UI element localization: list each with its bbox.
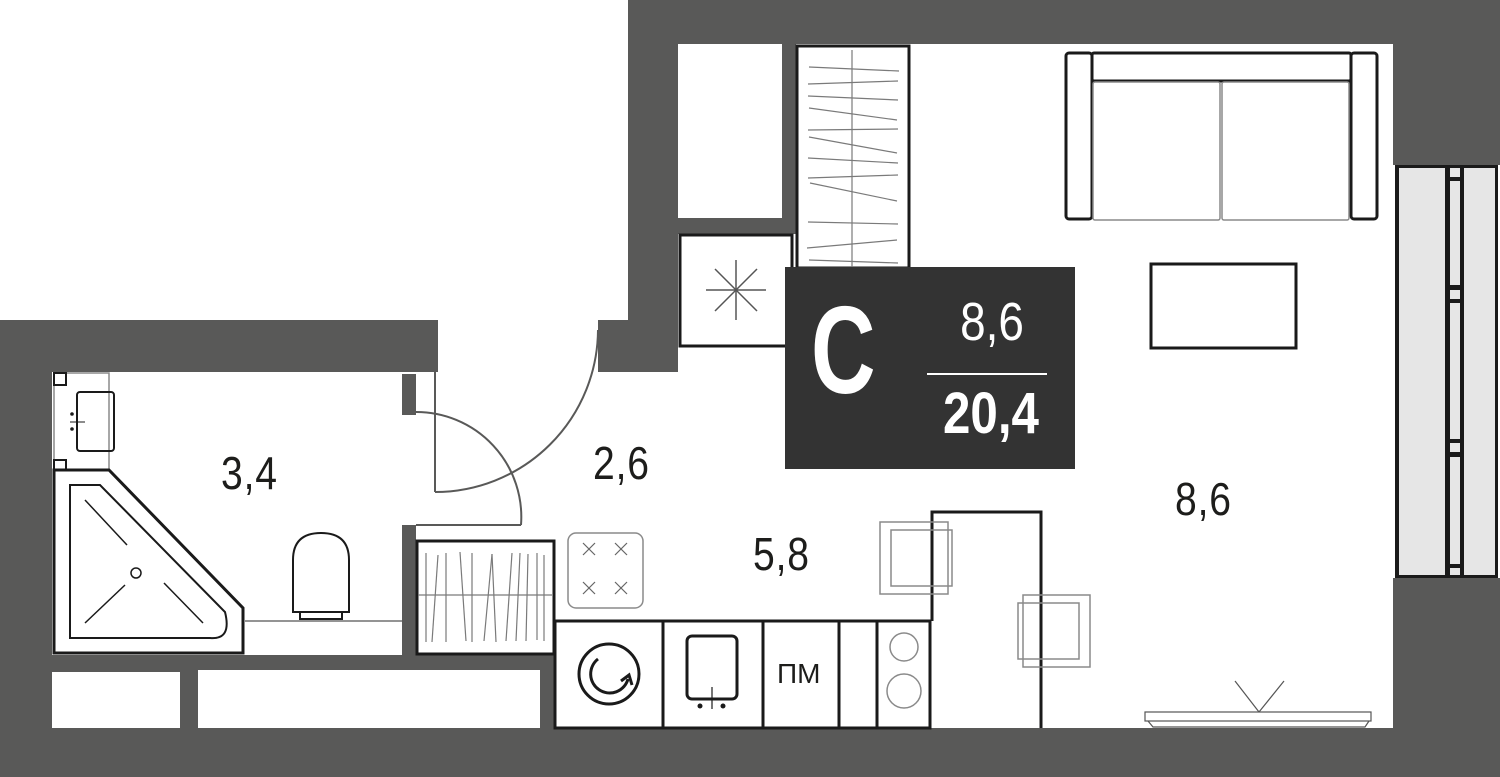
cooktop bbox=[567, 532, 644, 609]
living-room-area-label: 8,6 bbox=[1175, 473, 1232, 525]
sofa bbox=[1064, 51, 1379, 221]
fraction-divider bbox=[927, 373, 1047, 375]
toilet bbox=[245, 531, 402, 622]
coffee-table bbox=[1149, 262, 1298, 350]
chair-1 bbox=[879, 521, 953, 595]
hallway-wardrobe bbox=[415, 539, 556, 656]
sink-bowls-icon bbox=[886, 632, 922, 709]
bathroom-area-label: 3,4 bbox=[221, 447, 278, 499]
doors bbox=[402, 329, 599, 526]
corner-shower bbox=[52, 468, 245, 655]
dishwasher-label: ПМ bbox=[777, 658, 821, 689]
tv-unit bbox=[1144, 680, 1372, 728]
kitchen-area-label: 5,8 bbox=[753, 528, 810, 580]
vent-shaft bbox=[678, 233, 794, 348]
living-area-value: 8,6 bbox=[960, 292, 1024, 352]
hallway-area-label: 2,6 bbox=[593, 437, 650, 489]
dining-table bbox=[930, 510, 1043, 728]
apartment-type: С bbox=[811, 282, 876, 420]
washing-machine-icon bbox=[577, 642, 641, 706]
chair-2 bbox=[1017, 594, 1091, 668]
total-area-value: 20,4 bbox=[943, 381, 1039, 446]
window bbox=[1395, 165, 1498, 578]
boiler-icon bbox=[685, 634, 739, 709]
wardrobe bbox=[795, 44, 911, 270]
kitchen-appliances bbox=[553, 619, 932, 730]
apartment-summary-badge: С 8,6 20,4 bbox=[785, 267, 1075, 469]
sink bbox=[53, 372, 115, 471]
